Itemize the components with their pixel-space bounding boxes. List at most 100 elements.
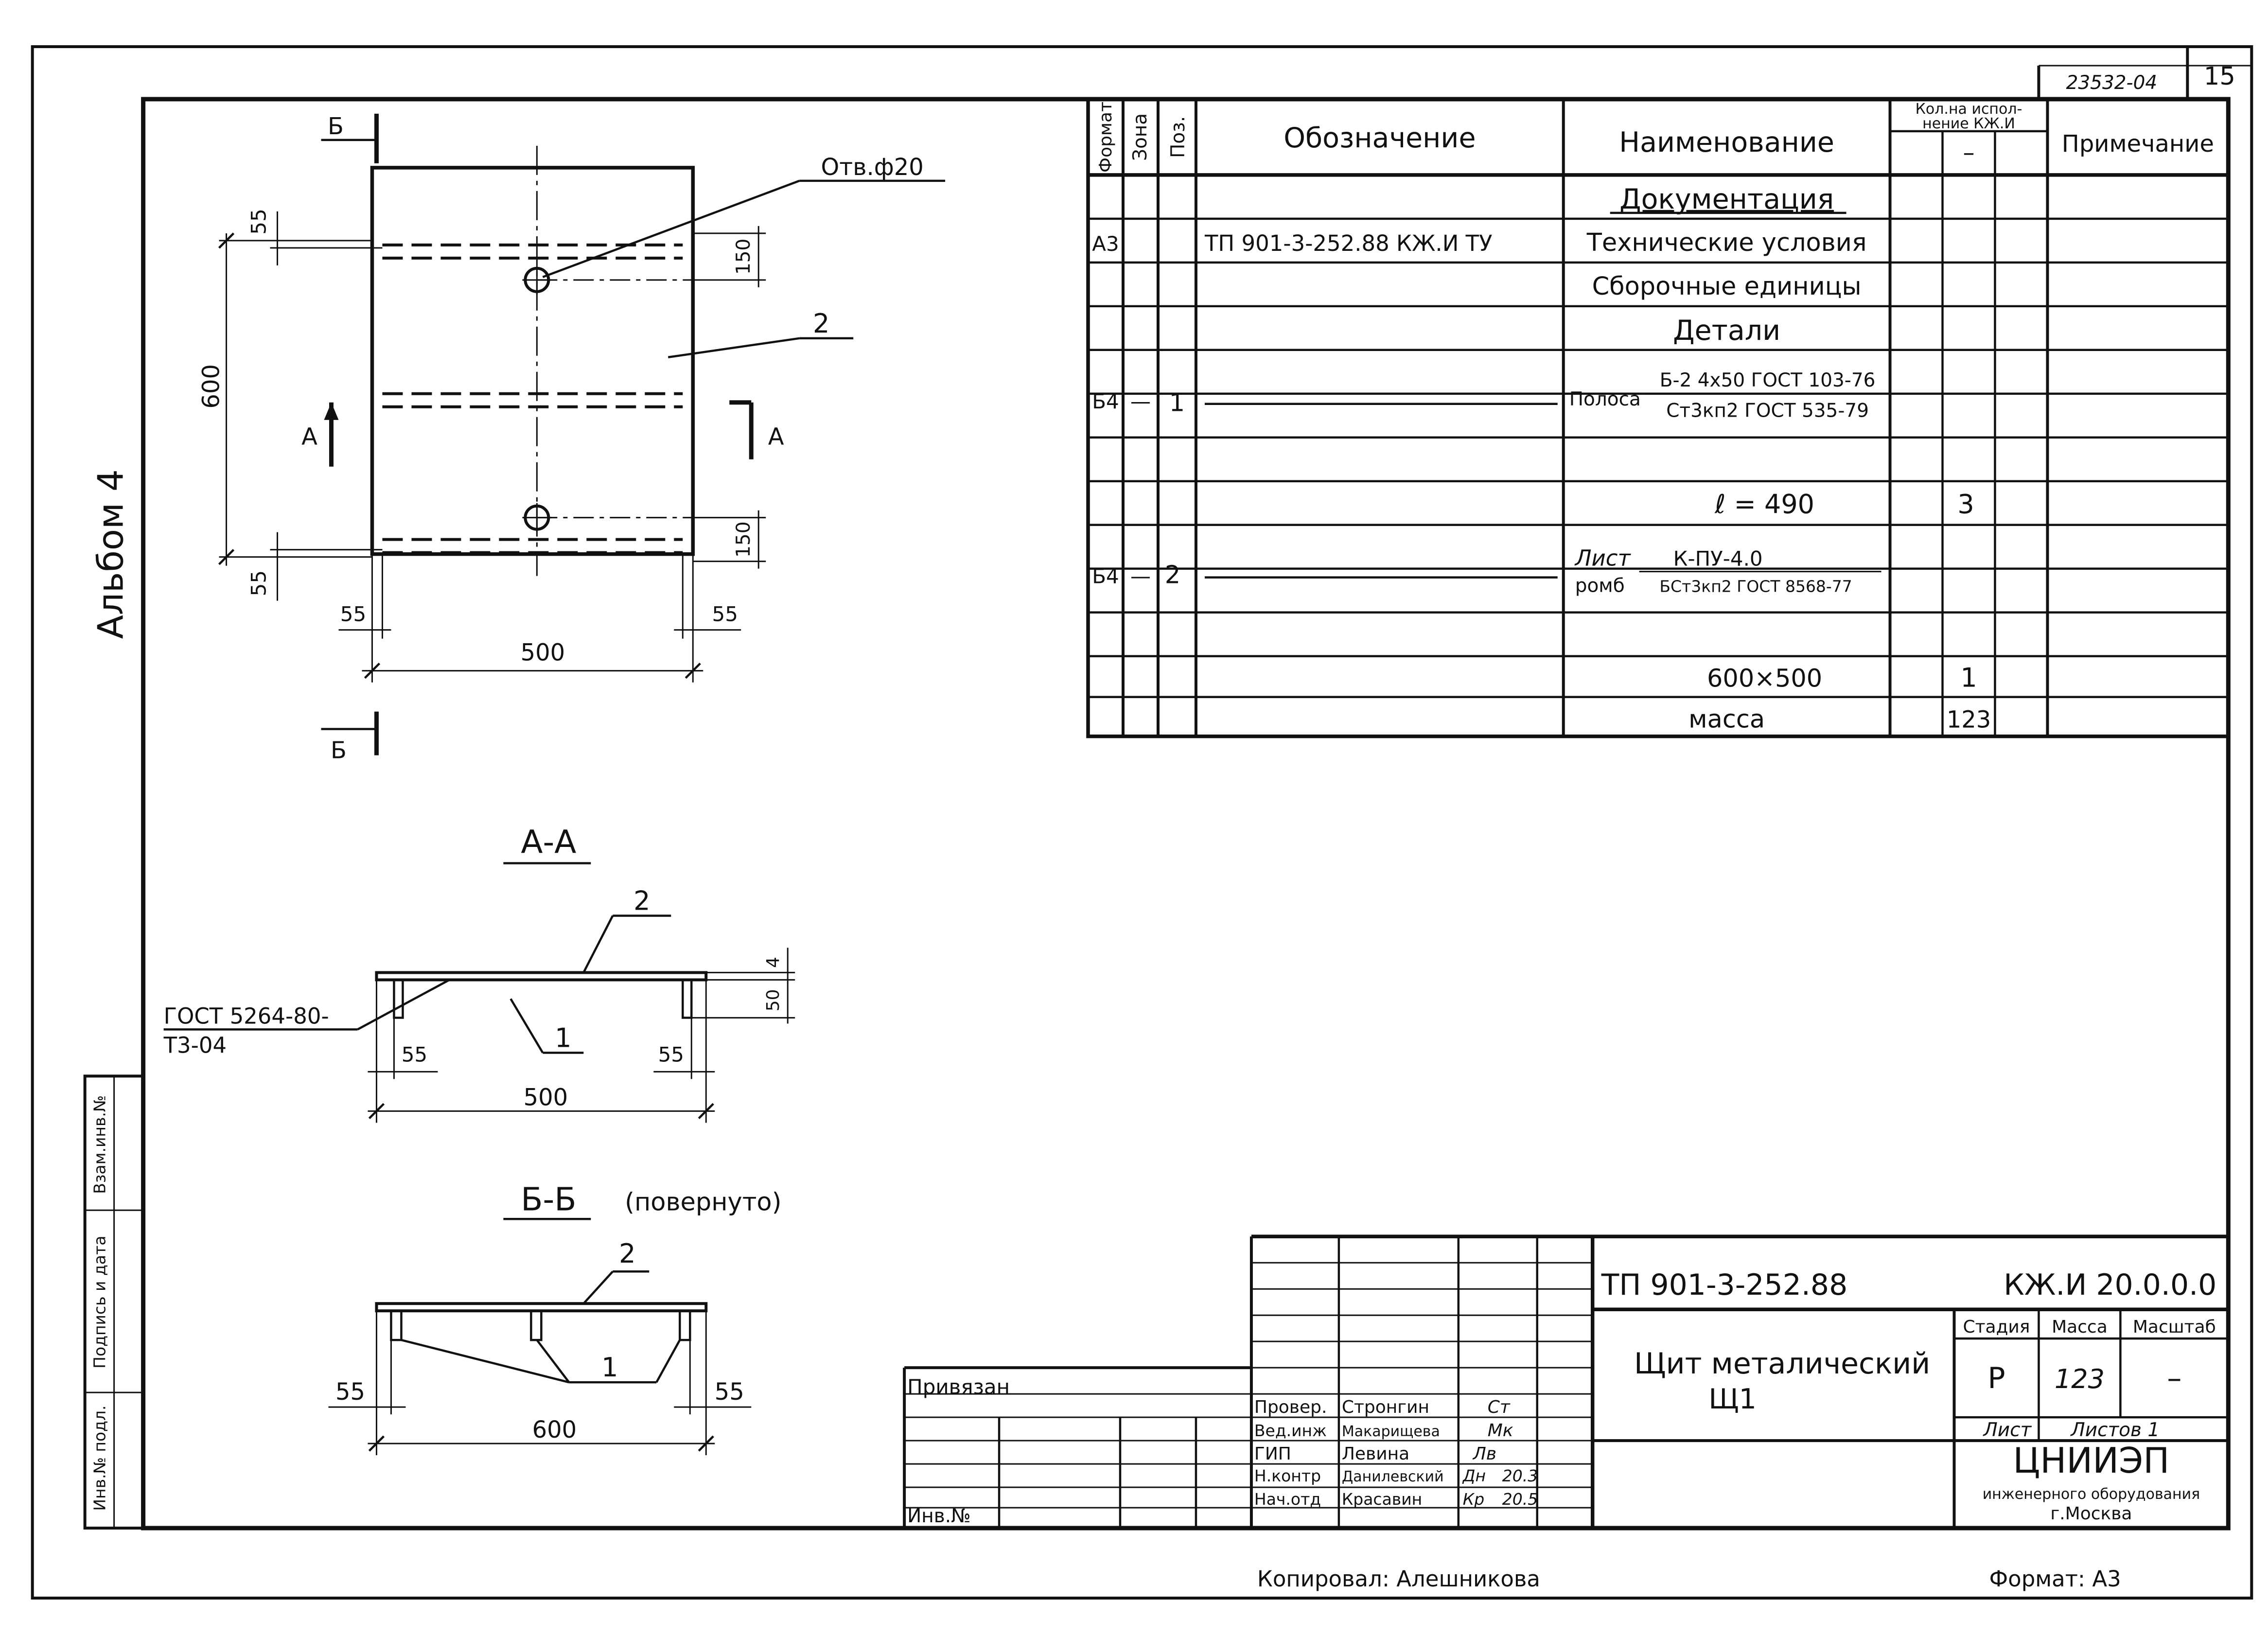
svg-text:Провер.: Провер. <box>1254 1397 1327 1417</box>
svg-text:Левина: Левина <box>1342 1444 1409 1464</box>
staff-row-chief: ГИП Левина Лв <box>1254 1444 1496 1464</box>
svg-text:600: 600 <box>532 1416 577 1443</box>
dim-edge-top: 55 <box>247 209 383 265</box>
header-qty-line1: Кол.на испол- <box>1916 101 2022 118</box>
section-aa: А-А 2 1 ГОСТ 5264-80- Т3-04 55 55 500 <box>163 823 795 1123</box>
svg-text:Ст: Ст <box>1488 1397 1511 1417</box>
section-aa-title: А-А <box>521 823 576 861</box>
side-stamp-inv-replace: Взам.инв.№ <box>90 1095 109 1194</box>
svg-text:55: 55 <box>402 1042 427 1066</box>
svg-text:Макарищева: Макарищева <box>1342 1423 1440 1440</box>
svg-text:4: 4 <box>763 957 783 968</box>
scale-label: Масштаб <box>2133 1317 2216 1337</box>
row-p2-format: Б4 <box>1092 564 1119 588</box>
row-p2-prefix-top: Лист <box>1574 545 1632 571</box>
plan-view: Отв.ф20 2 А А Б Б <box>198 113 946 764</box>
product-name-line1: Щит металический <box>1634 1347 1930 1381</box>
section-b-marker-bottom: Б <box>321 711 379 764</box>
row-tu-name: Технические условия <box>1586 229 1867 257</box>
header-format: Формат <box>1096 102 1116 173</box>
row-tu-designation: ТП 901-3-252.88 КЖ.И ТУ <box>1204 230 1493 256</box>
org-city: г.Москва <box>2050 1504 2132 1524</box>
svg-text:55: 55 <box>247 570 271 596</box>
plate-section <box>375 971 708 982</box>
dim-edge-left: 55 <box>340 602 366 626</box>
svg-text:Лв: Лв <box>1472 1444 1496 1464</box>
drawing-code: КЖ.И 20.0.0.0 <box>2004 1268 2216 1302</box>
scale-value: – <box>2167 1361 2181 1395</box>
svg-text:ГИП: ГИП <box>1254 1444 1291 1464</box>
section-bb-title: Б-Б <box>521 1180 576 1218</box>
svg-text:2: 2 <box>619 1238 635 1269</box>
dim-width: 500 55 55 <box>338 554 741 683</box>
row-p1-bottom: Ст3кп2 ГОСТ 535-79 <box>1666 400 1869 422</box>
tied-label: Привязан <box>907 1375 1010 1399</box>
header-qty-dash: – <box>1963 139 1974 166</box>
svg-text:Мк: Мк <box>1488 1421 1513 1441</box>
header-code-box: 23532-04 15 <box>2037 46 2252 99</box>
row-p2-prefix-bottom: ромб <box>1575 575 1625 597</box>
svg-text:55: 55 <box>247 209 271 234</box>
album-label: Альбом 4 <box>90 469 131 639</box>
svg-text:55: 55 <box>715 1378 744 1406</box>
sheets-label: Листов 1 <box>2070 1419 2160 1441</box>
svg-text:Б: Б <box>328 113 344 140</box>
row-p1-length: ℓ = 490 <box>1714 489 1814 520</box>
svg-text:Красавин: Красавин <box>1342 1490 1422 1509</box>
svg-text:600: 600 <box>198 364 225 409</box>
svg-text:—: — <box>1130 564 1151 588</box>
svg-text:Данилевский: Данилевский <box>1342 1468 1444 1485</box>
svg-text:20.5: 20.5 <box>1502 1490 1538 1509</box>
row-mass-value: 123 <box>1947 706 1991 734</box>
svg-text:150: 150 <box>733 521 755 557</box>
page-number: 15 <box>2204 62 2235 91</box>
row-p1-top: Б-2 4х50 ГОСТ 103-76 <box>1660 369 1876 391</box>
svg-text:55: 55 <box>658 1042 684 1066</box>
header-qty-line2: нение КЖ.И <box>1922 115 2015 132</box>
svg-text:50: 50 <box>763 989 783 1011</box>
hole-bottom <box>522 503 552 532</box>
mass-value: 123 <box>2055 1364 2105 1394</box>
section-bb-note: (повернуто) <box>625 1188 781 1216</box>
svg-text:Вед.инж: Вед.инж <box>1254 1421 1327 1440</box>
hidden-strip-middle <box>382 392 683 408</box>
side-stamp: Инв.№ подл. Подпись и дата Взам.инв.№ <box>83 1074 145 1530</box>
dim-hole-bottom: 150 <box>693 510 766 569</box>
staff-row-check: Провер. Стронгин Ст <box>1254 1397 1511 1417</box>
dim-edge-right: 55 <box>712 602 738 626</box>
svg-text:Кр: Кр <box>1463 1490 1484 1509</box>
copied-by: Копировал: Алешникова <box>1257 1566 1540 1592</box>
strip-left <box>393 979 404 1019</box>
dim-edge-bottom: 55 <box>247 532 383 601</box>
row-assemblies: Сборочные единицы <box>1592 272 1862 301</box>
weld-spec-line1: ГОСТ 5264-80- <box>164 1003 329 1029</box>
svg-text:1: 1 <box>555 1022 571 1053</box>
row-documentation: Документация <box>1619 183 1834 215</box>
part-2-label: 2 <box>813 308 829 339</box>
svg-text:Б: Б <box>331 737 347 764</box>
dim-height: 600 <box>198 232 372 566</box>
sheet-format: Формат: А3 <box>1989 1566 2121 1592</box>
hole-top <box>522 265 552 295</box>
row-p2-pos: 2 <box>1165 561 1180 590</box>
weld-spec-line2: Т3-04 <box>163 1032 227 1058</box>
plate-outline <box>370 166 695 556</box>
svg-text:20.3: 20.3 <box>1502 1466 1538 1485</box>
svg-text:Нач.отд: Нач.отд <box>1254 1490 1321 1509</box>
outer-border <box>31 45 2253 1600</box>
section-bb: Б-Б (повернуто) 2 1 55 55 600 <box>328 1180 781 1456</box>
svg-text:—: — <box>1130 389 1151 413</box>
staff-row-norm-control: Н.контр Данилевский Дн 20.3 <box>1254 1466 1538 1485</box>
section-a-marker-left: А <box>301 402 339 467</box>
svg-text:500: 500 <box>521 639 565 667</box>
mass-label: Масса <box>2052 1317 2108 1337</box>
row-p1-pos: 1 <box>1169 389 1185 418</box>
svg-text:Н.контр: Н.контр <box>1254 1466 1321 1485</box>
inner-frame <box>141 97 2231 1530</box>
row-tu-format: А3 <box>1092 232 1119 256</box>
inv-label: Инв.№ <box>907 1505 971 1527</box>
strip-right <box>682 979 693 1019</box>
svg-text:А: А <box>768 423 784 451</box>
